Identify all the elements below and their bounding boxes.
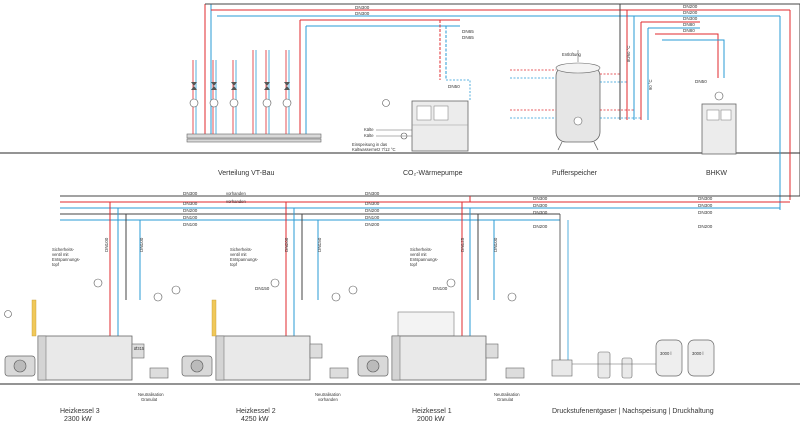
label-einspeisung-2: Kaltwassernetz 7/12 °C [352,147,396,152]
dn-lower-12: DN300 [533,203,548,208]
dn-lower-9: DN100 [365,215,380,220]
dn-label-hp-1: DN65 [462,29,474,34]
temp-label-1: 80/60 °C [626,46,631,62]
vorhanden-1: vorhanden [226,191,246,196]
b2-sv-3: Entspannungs- [230,257,259,262]
b3-dia: Ø315 [134,346,145,351]
boiler-2-group [181,202,358,381]
caption-heat-pump: CO₂-Wärmepumpe [403,170,463,177]
dn-b1-1: DN125 [460,237,465,252]
caption-boiler1-power: 2000 kW [417,416,445,423]
dn-lower-17: DN300 [698,210,713,215]
dn-b2-1: DN200 [284,237,289,252]
boiler-3-group [4,202,181,381]
label-entluftung: Entlüftung [562,52,582,57]
dn-label-hp-3: DN50 [448,84,460,89]
dn-lower-15: DN300 [698,196,713,201]
temp-label-2: 90 °C [648,79,653,90]
dn-lower-18: DN200 [698,224,713,229]
caption-chp: BHKW [706,170,727,177]
dn-b1-3: DN100 [433,286,448,291]
dn-lower-6: DN300 [365,191,380,196]
b2-sv-4: topf [230,262,238,267]
dn-lower-3: DN200 [183,208,198,213]
heat-pump-unit [376,20,471,152]
b3-neutralisation: Neutralisation [138,392,164,397]
dn-lower-7: DN300 [365,201,380,206]
b2-vorhanden: vorhanden [318,397,338,402]
b1-granulat: Granulat [497,397,514,402]
b1-sv-4: topf [410,262,418,267]
dn-lower-10: DN200 [365,222,380,227]
top-header-pipes [204,3,800,210]
lower-header-pipes [60,195,800,221]
dn-lower-16: DN300 [698,203,713,208]
label-einspeisung-1: Einspeisung in das [352,142,387,147]
caption-boiler2-title: Heizkessel 2 [236,408,276,415]
caption-buffer: Pufferspeicher [552,170,598,177]
dn-label-hp-2: DN65 [462,35,474,40]
b3-sv-2: ventil mit [52,252,69,257]
tank-2-label: 3000 l [692,351,703,356]
boiler-1-group [357,202,525,381]
b2-neutralisation: Neutralisation [315,392,341,397]
dn-label-bhkw-2: DN200 [683,10,698,15]
b1-sv-1: Sicherheits- [410,247,433,252]
label-kalte-1: Kälte [364,127,374,132]
caption-boiler3-title: Heizkessel 3 [60,408,100,415]
tank-1-label: 3000 l [660,351,671,356]
dn-lower-14: DN200 [533,224,548,229]
b1-sv-3: Entspannungs- [410,257,439,262]
dn-lower-1: DN300 [183,191,198,196]
dn-lower-11: DN300 [533,196,548,201]
caption-distribution: Verteilung VT-Bau [218,170,275,177]
dn-label-bhkw-4: DN80 [683,22,695,27]
b3-sv-1: Sicherheits- [52,247,75,252]
caption-boiler2-power: 4250 kW [241,416,269,423]
dn-b3-2: DN100 [139,237,144,252]
b2-sv-2: ventil mit [230,252,247,257]
dn-label-bhkw-3: DN300 [683,16,698,21]
dn-label-bhkw-1: DN200 [683,4,698,9]
label-kalte-2: Kälte [364,133,374,138]
b3-granulat: Granulat [141,397,158,402]
dn-lower-4: DN100 [183,215,198,220]
b3-sv-4: topf [52,262,60,267]
b3-sv-3: Entspannungs- [52,257,81,262]
b1-sv-2: ventil mit [410,252,427,257]
dn-b3-1: DN100 [104,237,109,252]
dn-b2-2: DN150 [317,237,322,252]
dn-lower-5: DN100 [183,222,198,227]
dn-lower-8: DN200 [365,208,380,213]
pressure-maintenance-group [551,214,715,379]
dn-b1-2: DN100 [493,237,498,252]
caption-pressure: Druckstufenentgaser | Nachspeisung | Dru… [552,408,714,415]
dn-label-bhkw-6: DN50 [695,79,707,84]
chp-unit [701,91,737,155]
distribution-manifold [186,50,322,143]
dn-lower-2: DN300 [183,201,198,206]
dn-label-top-2: DN300 [355,11,370,16]
b1-neutralisation: Neutralisation [494,392,520,397]
vorhanden-2: vorhanden [226,199,246,204]
buffer-tank [510,50,641,151]
b2-sv-1: Sicherheits- [230,247,253,252]
dn-lower-13: DN300 [533,210,548,215]
caption-boiler1-title: Heizkessel 1 [412,408,452,415]
caption-boiler3-power: 2300 kW [64,416,92,423]
dn-b2-3: DN150 [255,286,270,291]
dn-label-top-1: DN300 [355,5,370,10]
dn-label-bhkw-5: DN80 [683,28,695,33]
